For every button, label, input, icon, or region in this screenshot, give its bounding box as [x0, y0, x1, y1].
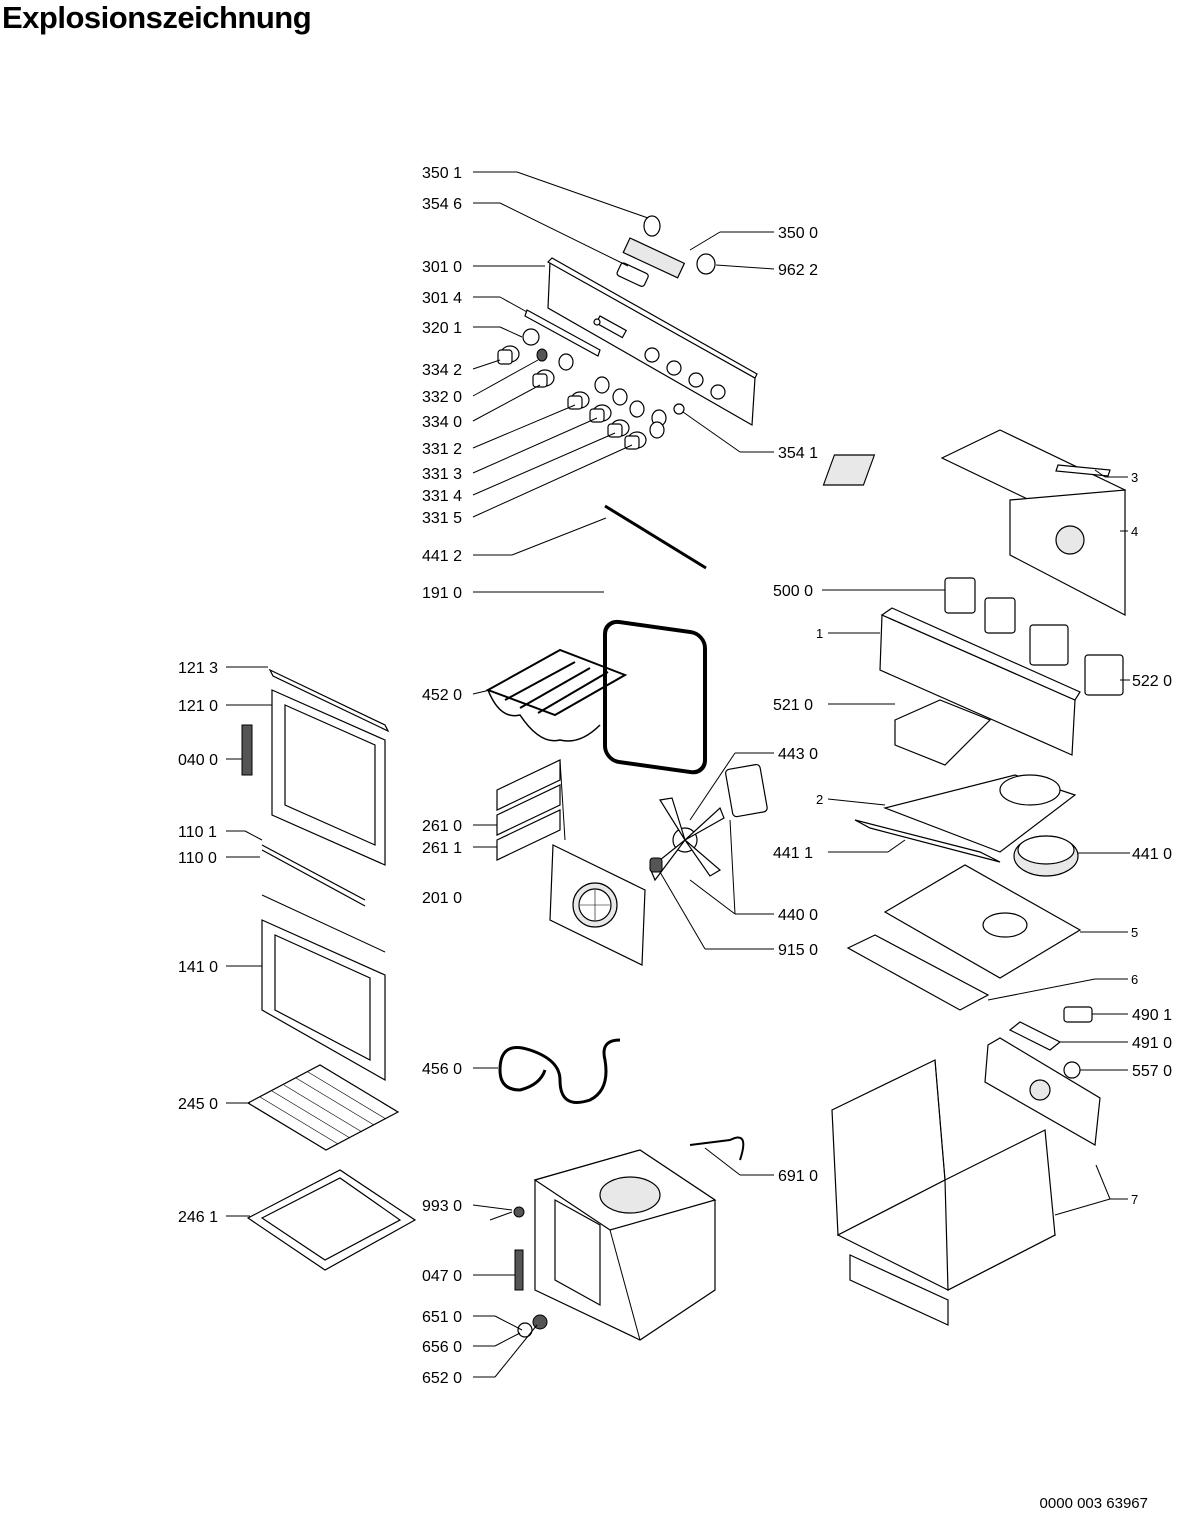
callout-993-0: 993 0	[422, 1198, 462, 1215]
callout-915-0: 915 0	[778, 942, 818, 959]
callout-440-0: 440 0	[778, 907, 818, 924]
callout-441-1: 441 1	[773, 845, 813, 862]
callout-320-1: 320 1	[422, 320, 462, 337]
callout-522-0: 522 0	[1132, 673, 1172, 690]
callout-7: 7	[1131, 1192, 1138, 1207]
base-plates	[846, 864, 1082, 1011]
callout-331-3: 331 3	[422, 466, 462, 483]
window-gasket	[603, 619, 707, 775]
terminal-block	[984, 1006, 1101, 1146]
callout-040-0: 040 0	[178, 752, 218, 769]
door-hinge	[241, 724, 253, 776]
callout-500-0: 500 0	[773, 583, 813, 600]
callout-521-0: 521 0	[773, 697, 813, 714]
callout-334-2: 334 2	[422, 362, 462, 379]
heating-element	[498, 1038, 621, 1104]
door-assembly	[241, 668, 390, 1082]
callout-354-6: 354 6	[422, 196, 462, 213]
leader-lines	[226, 171, 1130, 1378]
control-electronics	[879, 577, 1124, 766]
callout-3: 3	[1131, 470, 1138, 485]
sensor-probe	[689, 1136, 745, 1161]
callout-246-1: 246 1	[178, 1209, 218, 1226]
callout-141-0: 141 0	[178, 959, 218, 976]
callout-245-0: 245 0	[178, 1096, 218, 1113]
callout-301-0: 301 0	[422, 259, 462, 276]
callout-441-0: 441 0	[1132, 846, 1172, 863]
callout-962-2: 962 2	[778, 262, 818, 279]
callout-452-0: 452 0	[422, 687, 462, 704]
side-rails	[496, 759, 566, 861]
callout-334-0: 334 0	[422, 414, 462, 431]
callout-261-1: 261 1	[422, 840, 462, 857]
fan-and-motor	[649, 763, 768, 882]
callout-691-0: 691 0	[778, 1168, 818, 1185]
callout-354-1: 354 1	[778, 445, 818, 462]
cooling-fan-housing	[822, 429, 1127, 616]
callout-441-2: 441 2	[422, 548, 462, 565]
callout-557-0: 557 0	[1132, 1063, 1172, 1080]
callout-4: 4	[1131, 524, 1138, 539]
callout-121-0: 121 0	[178, 698, 218, 715]
hinge-bracket	[514, 1249, 524, 1291]
callout-651-0: 651 0	[422, 1309, 462, 1326]
document-number: 0000 003 63967	[1039, 1495, 1148, 1512]
page-title: Explosionszeichnung	[2, 0, 312, 35]
control-panel-assembly	[497, 215, 758, 450]
grill-rack	[485, 648, 628, 742]
callout-350-1: 350 1	[422, 165, 462, 182]
wire-rack	[246, 1064, 400, 1151]
callout-490-1: 490 1	[1132, 1007, 1172, 1024]
callout-656-0: 656 0	[422, 1339, 462, 1356]
callout-456-0: 456 0	[422, 1061, 462, 1078]
callout-110-1: 110 1	[178, 824, 217, 841]
baking-tray	[246, 1169, 417, 1271]
callout-110-0: 110 0	[178, 850, 217, 867]
rear-fan-cover	[549, 844, 646, 966]
callout-labels: 350 1 354 6 301 0 301 4 320 1 334 2 332 …	[178, 165, 1172, 1387]
callout-491-0: 491 0	[1132, 1035, 1172, 1052]
callout-121-3: 121 3	[178, 660, 218, 677]
callout-350-0: 350 0	[778, 225, 818, 242]
fasteners	[489, 1206, 548, 1338]
callout-443-0: 443 0	[778, 746, 818, 763]
callout-1: 1	[816, 626, 823, 641]
knob-group	[497, 328, 667, 450]
callout-301-4: 301 4	[422, 290, 462, 307]
callout-201-0: 201 0	[422, 890, 462, 907]
top-insulation	[854, 774, 1079, 877]
callout-2: 2	[816, 792, 823, 807]
callout-652-0: 652 0	[422, 1370, 462, 1387]
callout-191-0: 191 0	[422, 585, 462, 602]
callout-332-0: 332 0	[422, 389, 462, 406]
callout-331-5: 331 5	[422, 510, 462, 527]
callout-047-0: 047 0	[422, 1268, 462, 1285]
callout-331-2: 331 2	[422, 441, 462, 458]
callout-6: 6	[1131, 972, 1138, 987]
callout-5: 5	[1131, 925, 1138, 940]
callout-331-4: 331 4	[422, 488, 462, 505]
outer-casing	[831, 1059, 1057, 1326]
callout-261-0: 261 0	[422, 818, 462, 835]
oven-cavity	[533, 1149, 717, 1341]
